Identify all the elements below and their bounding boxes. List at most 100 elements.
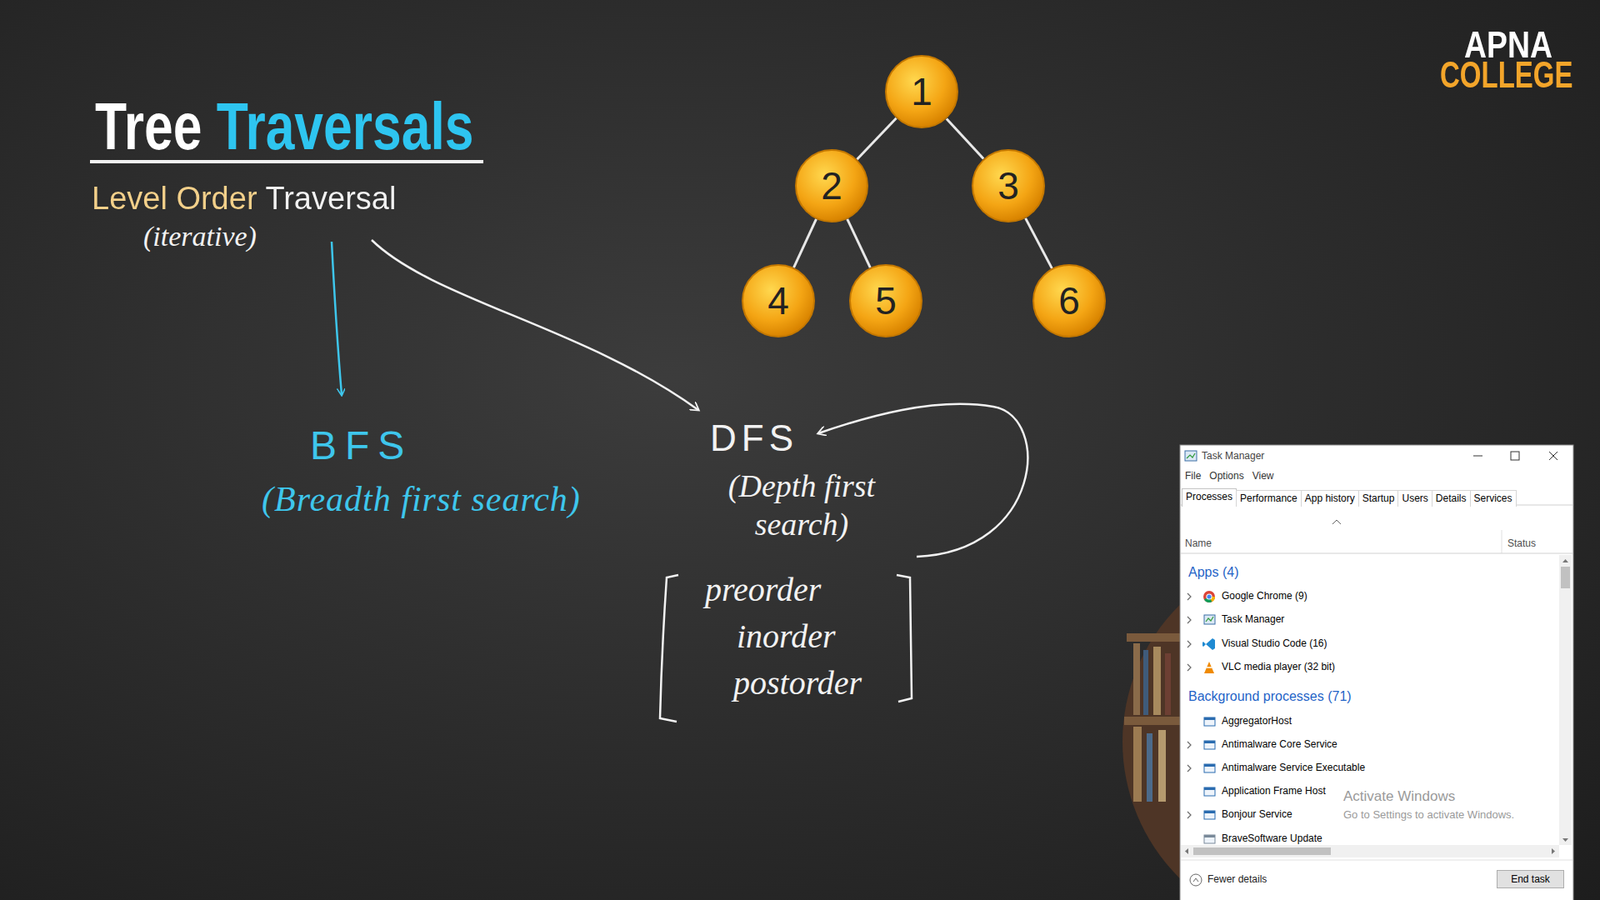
tree-edge [856, 118, 896, 160]
traversal-name: preorder [705, 570, 821, 610]
close-button [1549, 451, 1558, 460]
menu-item: View [1248, 470, 1279, 482]
book [1143, 650, 1149, 715]
tab: Performance [1235, 490, 1302, 507]
dfs-expansion: (Depth first search) [685, 466, 919, 544]
process-name: VLC media player (32 bit) [1221, 660, 1335, 673]
vlc-icon [1206, 666, 1212, 669]
tree-node: 3 [970, 148, 1046, 224]
tree-edge [946, 118, 984, 159]
group-heading: Background processes (71) [1188, 688, 1352, 705]
bfs-arrow [331, 241, 342, 395]
bfs-expansion: (Breadth first search) [261, 478, 581, 520]
bfs-label: BFS [310, 421, 413, 470]
window-icon [1186, 453, 1195, 459]
node-number: 5 [848, 263, 924, 339]
process-name: Google Chrome (9) [1221, 590, 1308, 602]
tree-node: 6 [1031, 263, 1107, 339]
tab: Processes [1181, 488, 1237, 507]
vertical-scrollbar [1559, 555, 1572, 845]
watermark: Go to Settings to activate Windows. [1343, 808, 1515, 822]
scroll-arrow [1562, 838, 1569, 842]
tab: Users [1397, 490, 1432, 507]
tree-edge [847, 219, 871, 268]
sort-caret [1332, 520, 1341, 525]
menu-item: Options [1205, 470, 1248, 482]
tab: Startup [1358, 490, 1400, 507]
minimize-button [1473, 455, 1483, 457]
title-underline [90, 160, 484, 164]
task-manager-icon [1205, 616, 1214, 622]
process-name: Bonjour Service [1221, 808, 1293, 820]
tree-node: 5 [848, 263, 924, 339]
book [1158, 730, 1166, 802]
node-number: 4 [740, 263, 816, 339]
footer-divider [1180, 860, 1573, 861]
left-bracket [660, 575, 679, 722]
tree-edge [1025, 218, 1053, 269]
window-title: Task Manager [1201, 450, 1265, 462]
task-manager-window [1180, 445, 1574, 900]
node-number: 3 [970, 148, 1046, 224]
vscode-icon [1202, 638, 1215, 650]
maximize-button [1510, 451, 1520, 460]
menu-item: File [1180, 470, 1205, 482]
book [1133, 726, 1142, 802]
horizontal-scrollbar [1180, 845, 1560, 858]
tab: Services [1470, 490, 1517, 507]
book [1165, 653, 1171, 715]
end-task-button: End task [1496, 870, 1565, 889]
vlc-icon [1204, 661, 1215, 674]
expand-chevrons [1187, 593, 1191, 819]
column-header: Name [1185, 537, 1212, 550]
scroll-arrow [1562, 559, 1569, 563]
traversal-name: postorder [733, 663, 862, 704]
fewer-details-icon [1193, 878, 1199, 882]
process-name: BraveSoftware Update [1221, 832, 1323, 845]
node-number: 6 [1031, 263, 1107, 339]
chrome-icon [1206, 594, 1211, 599]
column-divider [1501, 530, 1503, 554]
process-name: Antimalware Service Executable [1221, 761, 1365, 774]
book [1133, 643, 1140, 715]
dfs-arrow [371, 240, 699, 410]
book [1146, 733, 1153, 802]
title: Tree Traversals [95, 93, 475, 160]
process-name: Application Frame Host [1221, 785, 1326, 797]
scroll-thumb [1193, 847, 1331, 855]
subtitle: Level Order Traversal [91, 180, 396, 219]
bookshelf-board [1124, 716, 1180, 725]
tab: Details [1431, 490, 1471, 507]
process-name: AggregatorHost [1221, 715, 1292, 727]
process-name: Task Manager [1221, 613, 1285, 625]
column-header: Status [1507, 537, 1536, 550]
fewer-details-icon [1190, 874, 1202, 886]
watermark: Activate Windows [1343, 788, 1455, 805]
tree-edge [794, 219, 817, 268]
tree-node: 2 [794, 148, 870, 224]
bookshelf-board [1126, 633, 1180, 642]
chrome-icon [1203, 590, 1215, 603]
scroll-thumb [1560, 566, 1570, 589]
node-number: 2 [794, 148, 870, 224]
process-name: Antimalware Core Service [1221, 738, 1338, 750]
scroll-arrow [1185, 848, 1189, 855]
tab: App history [1300, 490, 1360, 507]
process-name: Visual Studio Code (16) [1221, 637, 1328, 650]
tab-bar: ProcessesPerformanceApp historyStartupUs… [1181, 488, 1516, 507]
header-divider [1180, 553, 1573, 555]
book [1153, 646, 1161, 715]
right-bracket [896, 575, 912, 702]
menu-bar: FileOptionsView [1180, 470, 1279, 482]
dfs-label: DFS [710, 416, 799, 461]
tree-node: 4 [740, 263, 816, 339]
process-icons [1204, 717, 1215, 844]
tree-node: 1 [884, 54, 960, 130]
chrome-icon [1205, 593, 1212, 600]
footer-link: Fewer details [1207, 873, 1267, 885]
window-icon [1185, 450, 1197, 461]
handwritten-note: (iterative) [143, 220, 257, 255]
node-number: 1 [884, 54, 960, 130]
logo-text: COLLEGE [1440, 53, 1574, 98]
